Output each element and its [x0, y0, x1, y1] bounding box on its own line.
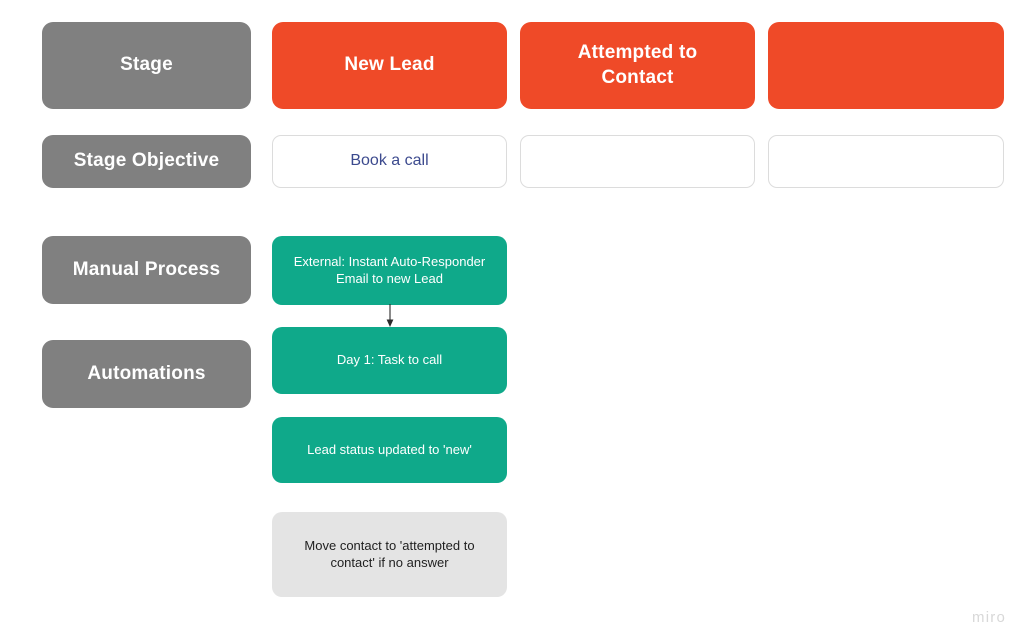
automation-card-move-contact-no-answer[interactable]: Move contact to 'attempted to contact' i… [272, 512, 507, 597]
automation-card-auto-responder-email[interactable]: External: Instant Auto-Responder Email t… [272, 236, 507, 305]
row-label-manual-process-text: Manual Process [72, 258, 221, 280]
miro-watermark: miro [972, 609, 1006, 626]
stage-card-new-lead-text: New Lead [344, 54, 435, 76]
stage-card-attempted-to-contact[interactable]: Attempted to Contact [520, 22, 755, 109]
automation-card-day-1-task-to-call[interactable]: Day 1: Task to call [272, 327, 507, 394]
row-label-automations[interactable]: Automations [42, 340, 251, 408]
row-label-stage[interactable]: Stage [42, 22, 251, 109]
row-label-automations-text: Automations [87, 362, 206, 384]
automation-card-lead-status-updated[interactable]: Lead status updated to 'new' [272, 417, 507, 483]
row-label-stage-objective-text: Stage Objective [73, 150, 220, 172]
automation-card-auto-responder-email-text: External: Instant Auto-Responder Email t… [293, 253, 486, 286]
stage-card-new-lead[interactable]: New Lead [272, 22, 507, 109]
row-label-manual-process[interactable]: Manual Process [42, 236, 251, 304]
automation-card-move-contact-no-answer-text: Move contact to 'attempted to contact' i… [304, 537, 475, 570]
automation-card-lead-status-updated-text: Lead status updated to 'new' [307, 441, 472, 457]
arrow-down-icon [386, 304, 394, 327]
objective-card-empty[interactable] [768, 135, 1004, 188]
stage-card-empty[interactable] [768, 22, 1004, 109]
row-label-stage-text: Stage [120, 54, 173, 76]
automation-card-day-1-task-to-call-text: Day 1: Task to call [336, 352, 443, 368]
objective-card-new-lead-text: Book a call [350, 152, 429, 170]
objective-card-attempted-to-contact[interactable] [520, 135, 755, 188]
stage-card-attempted-to-contact-text: Attempted to Contact [577, 42, 698, 88]
row-label-stage-objective[interactable]: Stage Objective [42, 135, 251, 188]
objective-card-new-lead[interactable]: Book a call [272, 135, 507, 188]
